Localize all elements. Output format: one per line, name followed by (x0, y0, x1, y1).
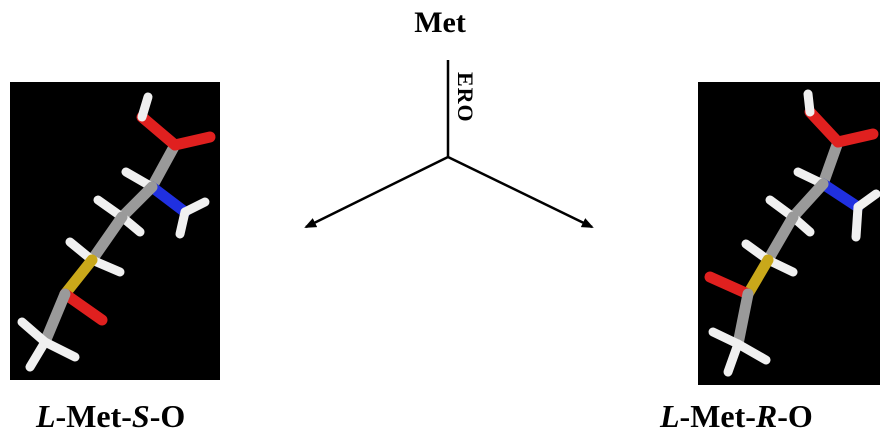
right-arrow (447, 155, 594, 229)
product-label-right: L-Met-R-O (660, 398, 813, 435)
molecule-name: -Met- (679, 398, 756, 434)
molecule-structure-right (704, 89, 880, 377)
sulfur-configuration: S (131, 398, 150, 434)
left-arrow (304, 155, 449, 229)
stereo-prefix: L (660, 398, 680, 434)
sulfur-configuration: R (755, 398, 778, 434)
molecule-structure-left (17, 92, 216, 372)
product-label-left: L-Met-S-O (36, 398, 185, 435)
oxide-suffix: -O (149, 398, 186, 434)
oxide-suffix: -O (777, 398, 813, 434)
molecule-name: -Met- (55, 398, 132, 434)
top-molecule-label: Met (414, 6, 466, 39)
molecule-model-left (10, 82, 220, 380)
stereo-prefix: L (36, 398, 56, 434)
enzyme-label: ERO (453, 72, 478, 123)
molecule-model-right (698, 82, 880, 385)
